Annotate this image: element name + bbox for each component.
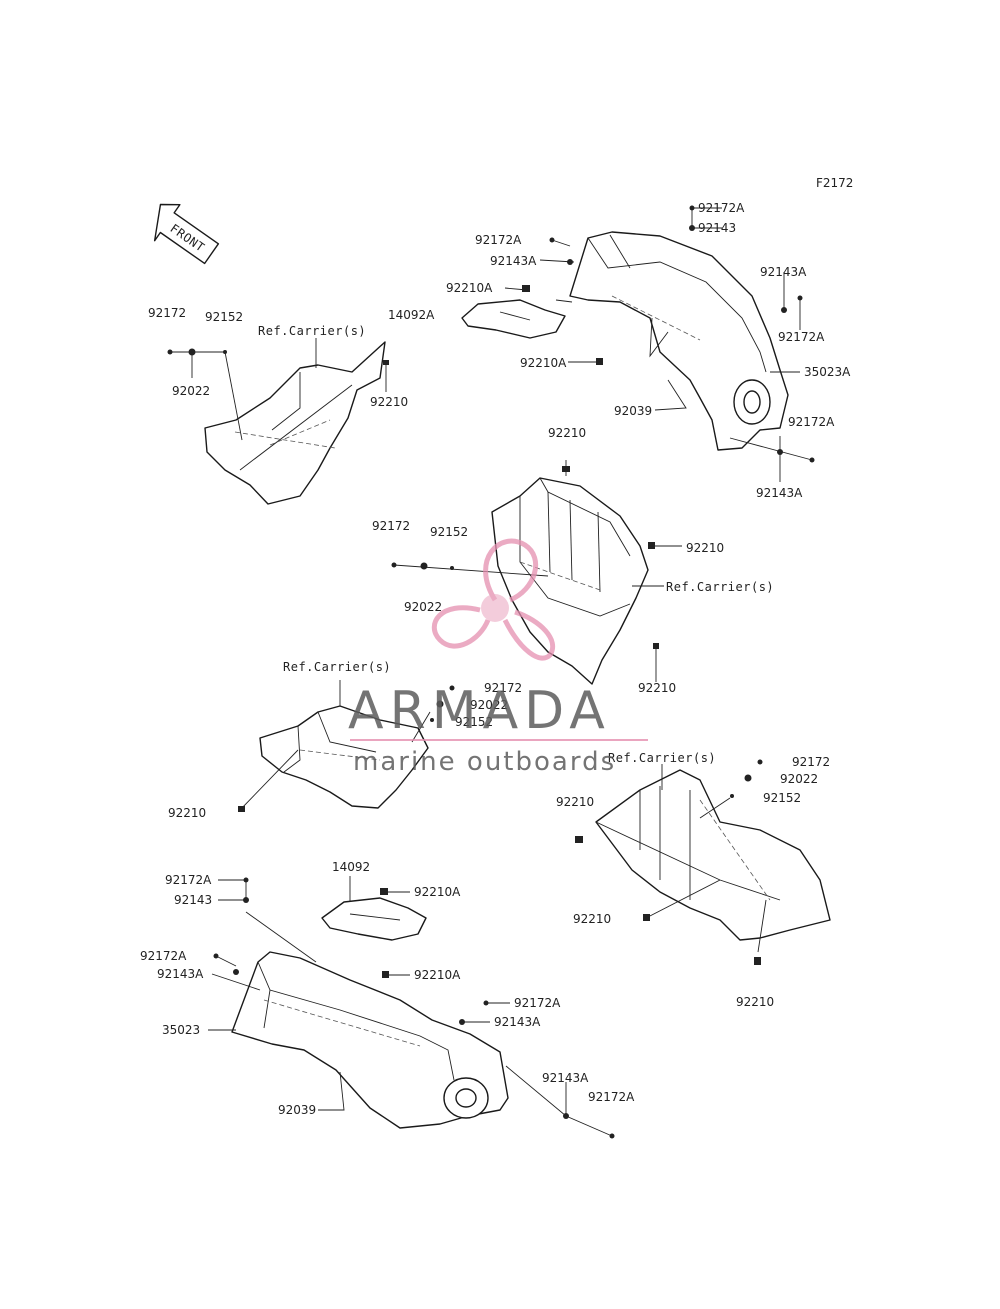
callout-92172A: 92172A xyxy=(588,1090,635,1104)
callout-92152: 92152 xyxy=(205,310,243,324)
callout-92210: 92210 xyxy=(370,395,408,409)
callout-92152: 92152 xyxy=(430,525,468,539)
callout-92172A: 92172A xyxy=(778,330,825,344)
callout-92039: 92039 xyxy=(278,1103,316,1117)
callout-ref-carrier: Ref.Carrier(s) xyxy=(283,660,391,674)
callout-92210A: 92210A xyxy=(414,968,461,982)
callout-92022: 92022 xyxy=(470,698,508,712)
callout-92022: 92022 xyxy=(780,772,818,786)
callout-92143: 92143 xyxy=(698,221,736,235)
callout-92210: 92210 xyxy=(638,681,676,695)
carrier-side-panel-left xyxy=(204,341,386,505)
callout-92143A: 92143A xyxy=(494,1015,541,1029)
callout-92210: 92210 xyxy=(736,995,774,1009)
callout-92172A: 92172A xyxy=(788,415,835,429)
watermark-tagline: marine outboards xyxy=(353,747,616,777)
callout-92172A: 92172A xyxy=(165,873,212,887)
callout-92172: 92172 xyxy=(484,681,522,695)
callout-92210: 92210 xyxy=(686,541,724,555)
callout-92143A: 92143A xyxy=(157,967,204,981)
callout-14092: 14092 xyxy=(332,860,370,874)
callout-ref-carrier: Ref.Carrier(s) xyxy=(608,751,716,765)
carrier-panel-mid-left xyxy=(259,705,429,809)
callout-92152: 92152 xyxy=(763,791,801,805)
callout-ref-carrier: Ref.Carrier(s) xyxy=(258,324,366,338)
callout-35023: 35023 xyxy=(162,1023,200,1037)
figure-code: F2172 xyxy=(816,176,853,190)
callout-92210A: 92210A xyxy=(414,885,461,899)
watermark: ARMADA marine outboards xyxy=(348,538,648,777)
callout-92210: 92210 xyxy=(573,912,611,926)
propeller-logo-icon xyxy=(431,538,555,661)
callout-35023A: 35023A xyxy=(804,365,851,379)
callout-92210: 92210 xyxy=(556,795,594,809)
callout-92022: 92022 xyxy=(404,600,442,614)
callout-92143A: 92143A xyxy=(490,254,537,268)
callout-92172A: 92172A xyxy=(140,949,187,963)
group-left-carrier-panel: 92172 92152 Ref.Carrier(s) 92022 92210 xyxy=(148,306,408,505)
front-arrow-icon: FRONT xyxy=(153,203,220,265)
callout-92039: 92039 xyxy=(614,404,652,418)
callout-92022: 92022 xyxy=(172,384,210,398)
group-right-carrier-tray: Ref.Carrier(s) 92172 92022 92152 92210 9… xyxy=(556,751,831,1009)
callout-14092A: 14092A xyxy=(388,308,435,322)
callout-92172: 92172 xyxy=(372,519,410,533)
watermark-brand: ARMADA xyxy=(348,681,611,741)
callout-92152: 92152 xyxy=(455,715,493,729)
callout-92172A: 92172A xyxy=(698,201,745,215)
callout-ref-carrier: Ref.Carrier(s) xyxy=(666,580,774,594)
callout-92143: 92143 xyxy=(174,893,212,907)
callout-92172: 92172 xyxy=(148,306,186,320)
callout-92143A: 92143A xyxy=(542,1071,589,1085)
callout-92172: 92172 xyxy=(792,755,830,769)
callout-92210A: 92210A xyxy=(520,356,567,370)
bracket-14092 xyxy=(321,897,427,941)
callout-92172A: 92172A xyxy=(475,233,522,247)
group-mid-left-carrier: Ref.Carrier(s) 92172 92022 92152 92210 xyxy=(168,660,522,820)
cover-35023A xyxy=(569,231,789,451)
callout-92172A: 92172A xyxy=(514,996,561,1010)
callout-92210A: 92210A xyxy=(446,281,493,295)
callout-92143A: 92143A xyxy=(760,265,807,279)
callout-92210: 92210 xyxy=(168,806,206,820)
callout-92143A: 92143A xyxy=(756,486,803,500)
group-center-carrier-tray: 92210 92172 92152 92210 Ref.Carrier(s) 9… xyxy=(372,426,774,695)
cover-35023 xyxy=(231,951,509,1129)
bracket-14092A xyxy=(461,299,566,339)
group-lower-cover: 92172A 92143 14092 92210A 92172A 92143A … xyxy=(140,860,635,1139)
group-upper-cover: 92172A 92143 92172A 92143A 92210A 14092A… xyxy=(388,201,851,500)
carrier-tray-center xyxy=(491,477,649,685)
callout-92210: 92210 xyxy=(548,426,586,440)
